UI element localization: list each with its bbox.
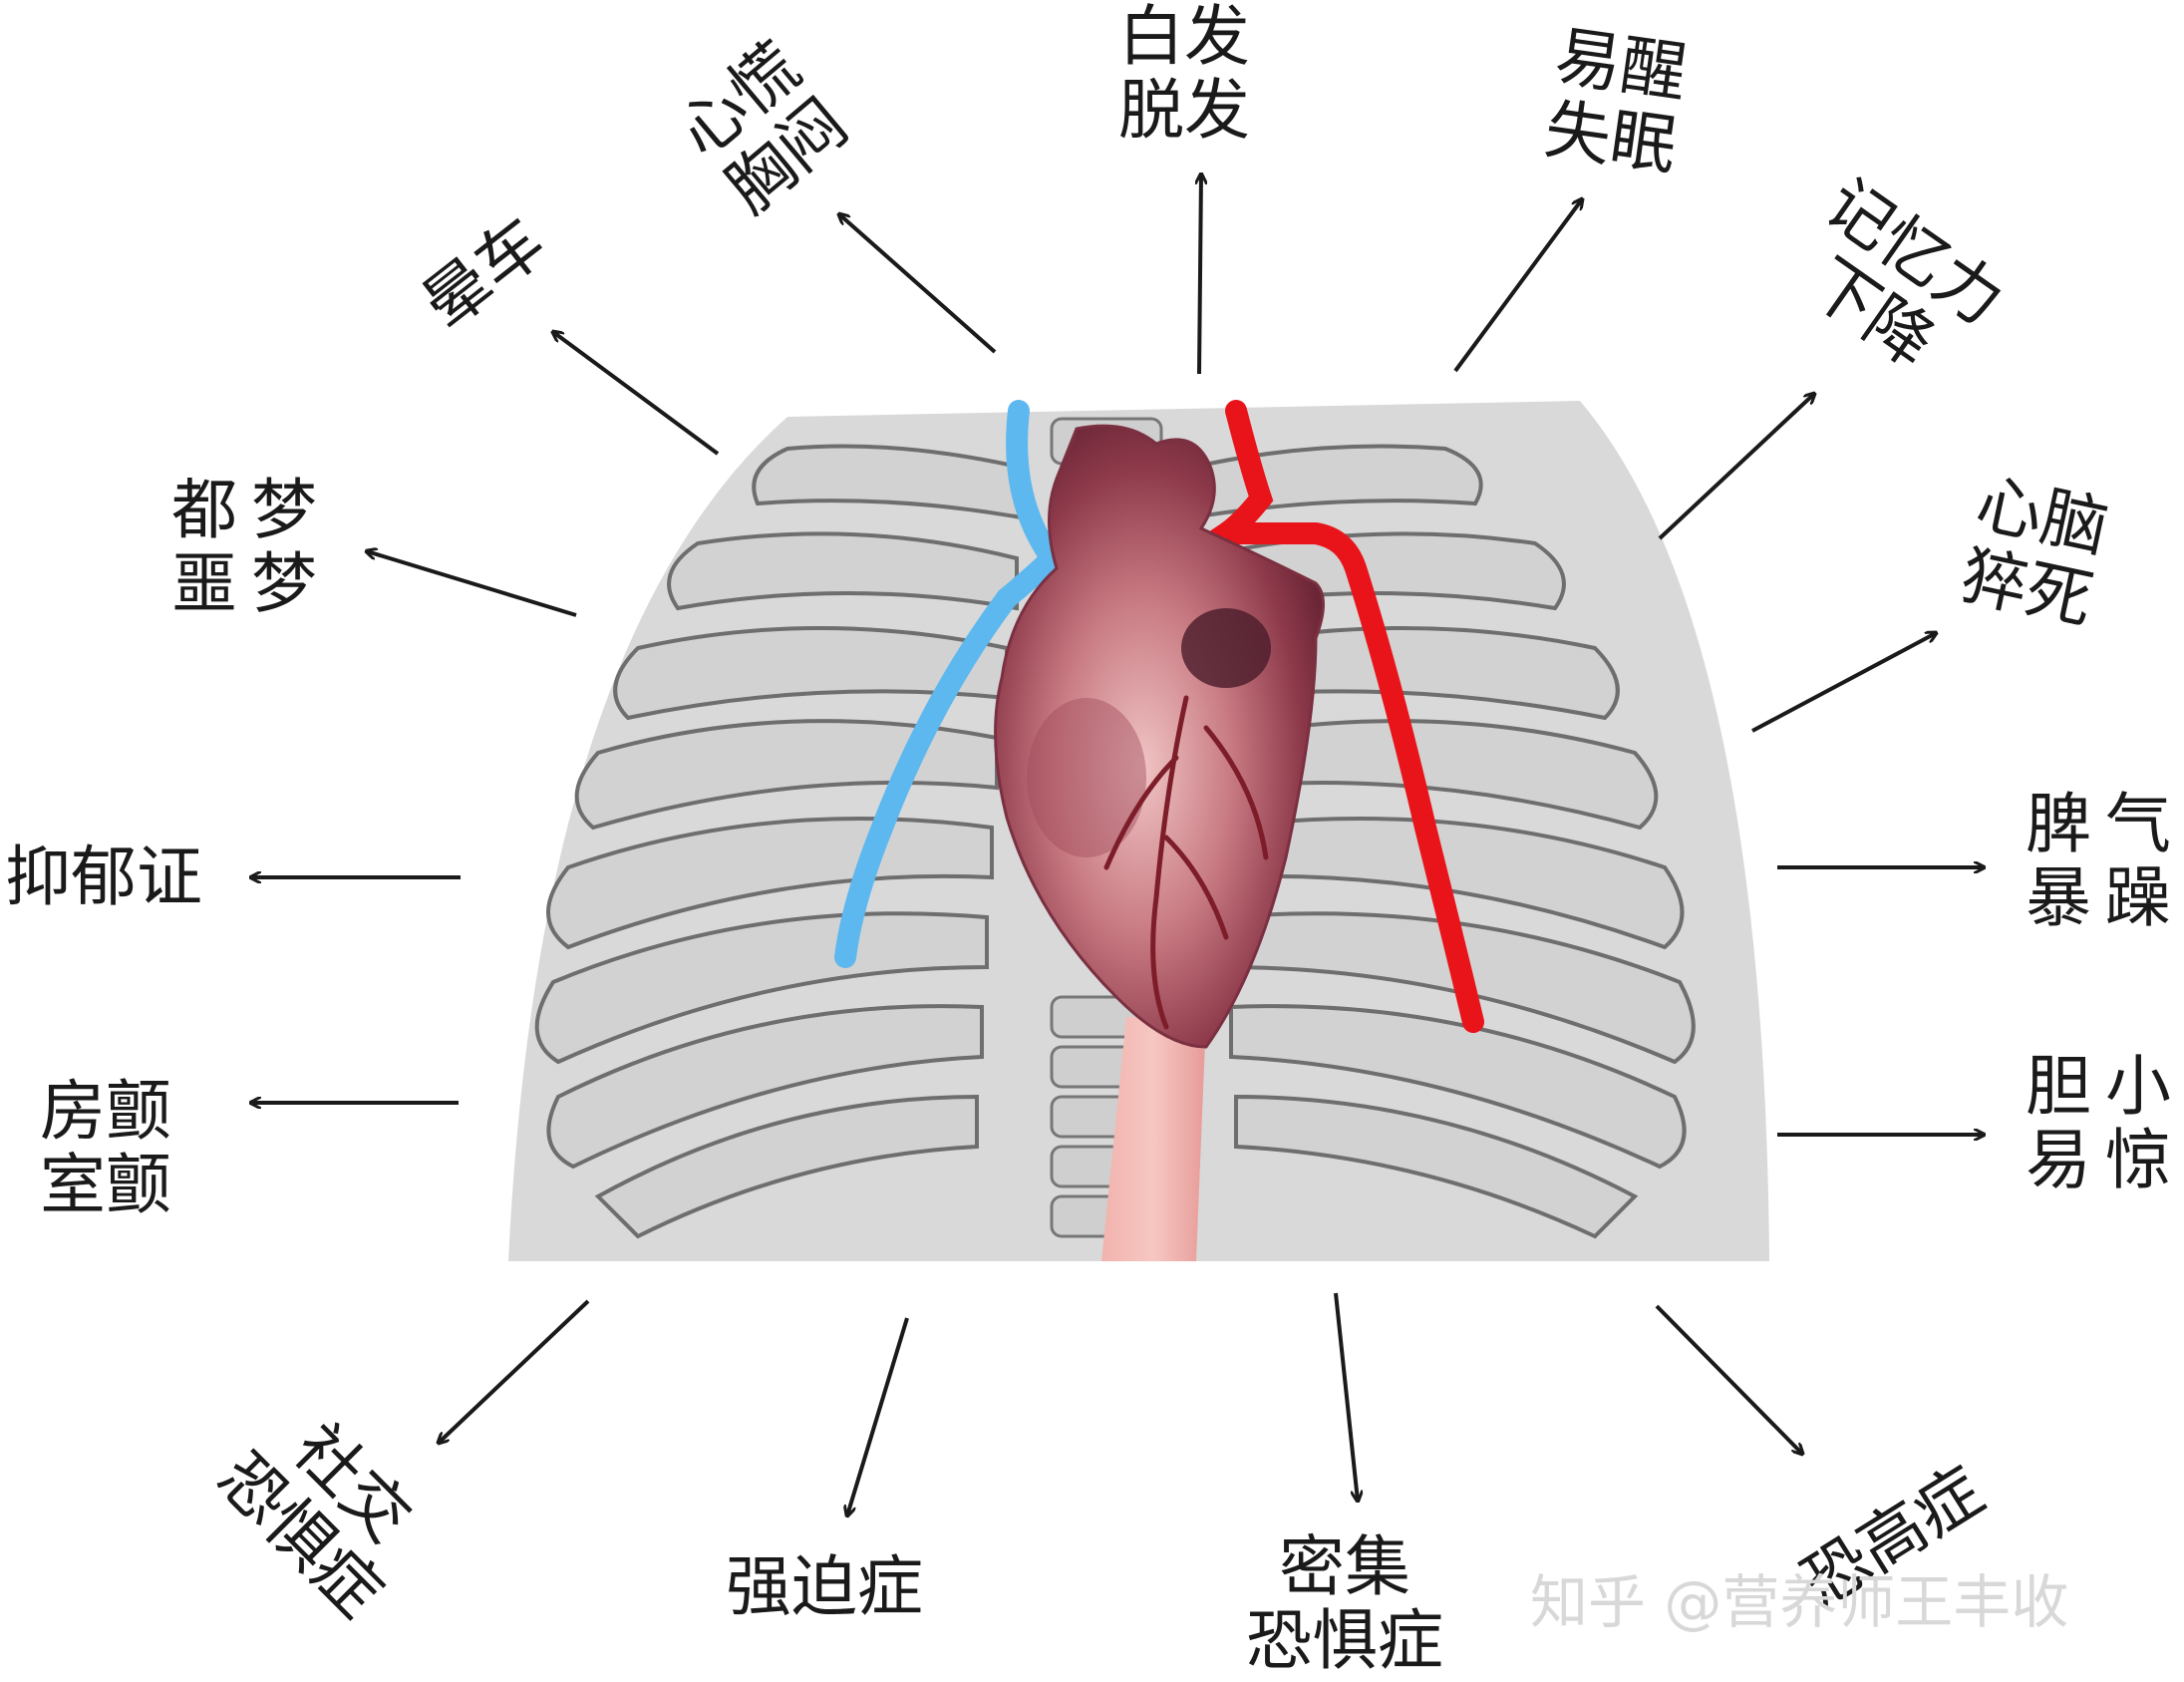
label-timid-line2: 易惊 (2026, 1122, 2184, 1198)
arrow-ocd (847, 1317, 909, 1515)
arrow-sudden (1751, 633, 1936, 733)
label-hair-line2: 脱发 (1118, 72, 1250, 149)
label-trypo-line1: 密集 (1279, 1528, 1410, 1605)
label-ocd: 强迫症 (726, 1550, 923, 1624)
aorta-illustration (1101, 1017, 1206, 1261)
arrow-insomnia (1453, 199, 1582, 373)
vein-blue (834, 400, 1067, 968)
label-dreams-line1: 都梦 (171, 472, 331, 548)
arrow-acro (1655, 1304, 1802, 1454)
label-dreams: 都梦 噩梦 (171, 474, 331, 621)
label-insomnia: 易醒 失眠 (1540, 18, 1692, 185)
label-fibrillation-line2: 室颤 (40, 1147, 171, 1223)
heart-illustration (994, 424, 1325, 1049)
label-ocd-line1: 强迫症 (726, 1548, 923, 1625)
label-depression-line1: 抑郁证 (5, 839, 202, 915)
label-trypo: 密集 恐惧症 (1246, 1530, 1443, 1678)
arrow-memory (1658, 394, 1814, 540)
label-timid-line1: 胆小 (2026, 1048, 2184, 1125)
label-temper-line2: 暴躁 (2026, 859, 2184, 936)
label-depression: 抑郁证 (5, 841, 202, 914)
artery-red (1189, 400, 1484, 1033)
arrow-trypo (1334, 1292, 1358, 1501)
arrow-carsick (553, 332, 720, 456)
label-timid: 胆小 易惊 (2026, 1050, 2184, 1197)
label-trypo-line2: 恐惧症 (1246, 1602, 1443, 1679)
label-fibrillation: 房颤 室颤 (40, 1075, 171, 1222)
arrow-hair (1199, 174, 1201, 375)
label-temper: 脾气 暴躁 (2026, 788, 2184, 935)
arrow-palpitation (839, 214, 997, 354)
arrow-dreams (367, 551, 577, 617)
label-hair-line1: 白发 (1118, 0, 1250, 75)
label-dreams-line2: 噩梦 (171, 545, 331, 622)
watermark: 知乎 @营养师王丰收 (1530, 1568, 2069, 1636)
label-temper-line1: 脾气 (2026, 786, 2184, 862)
arrow-social (439, 1299, 590, 1443)
label-fibrillation-line1: 房颤 (40, 1073, 171, 1150)
arrows (251, 174, 1984, 1515)
label-hair: 白发 脱发 (1118, 0, 1250, 148)
